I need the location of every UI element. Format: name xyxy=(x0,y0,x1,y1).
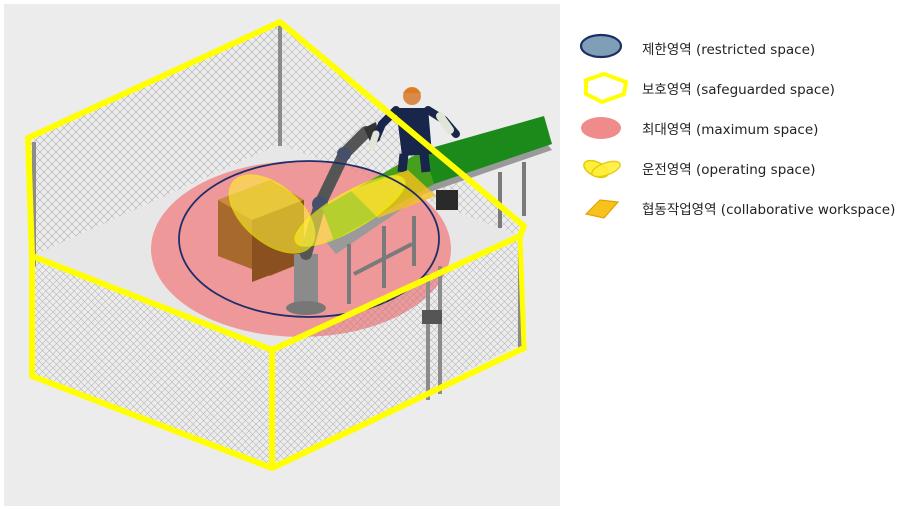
conveyor-frame xyxy=(326,140,552,254)
safeguarded-space-icon xyxy=(584,72,628,104)
gate-latch xyxy=(422,310,442,324)
fence-front-right-mesh xyxy=(272,236,520,468)
legend-label-operating: 운전영역 (operating space) xyxy=(642,162,816,178)
legend-item-collaborative: 협동작업영역 (collaborative workspace) xyxy=(578,188,896,228)
collaborative-workspace-icon xyxy=(584,199,620,219)
operating-space-icon xyxy=(583,159,621,179)
control-box xyxy=(436,190,458,210)
legend-label-restricted: 제한영역 (restricted space) xyxy=(642,42,816,58)
legend-item-operating: 운전영역 (operating space) xyxy=(578,148,896,188)
legend-item-restricted: 제한영역 (restricted space) xyxy=(578,28,896,68)
operating-space-zone-2 xyxy=(294,175,406,247)
maximum-space-icon xyxy=(581,117,621,139)
legend-item-maximum: 최대영역 (maximum space) xyxy=(578,108,896,148)
legend-label-collaborative: 협동작업영역 (collaborative workspace) xyxy=(642,202,896,218)
robot-cell-illustration xyxy=(4,4,560,506)
legend: 제한영역 (restricted space) 보호영역 (safeguarde… xyxy=(578,28,896,228)
restricted-space-icon xyxy=(579,33,623,59)
fence-back-left-mesh xyxy=(28,22,280,256)
restricted-space-outline xyxy=(178,160,440,318)
robot-cell-svg xyxy=(4,4,560,506)
conveyor-legs xyxy=(347,162,526,304)
legend-label-safeguarded: 보호영역 (safeguarded space) xyxy=(642,82,835,98)
legend-item-safeguarded: 보호영역 (safeguarded space) xyxy=(578,68,896,108)
fence-front-left-mesh xyxy=(32,256,272,468)
legend-label-maximum: 최대영역 (maximum space) xyxy=(642,122,819,138)
